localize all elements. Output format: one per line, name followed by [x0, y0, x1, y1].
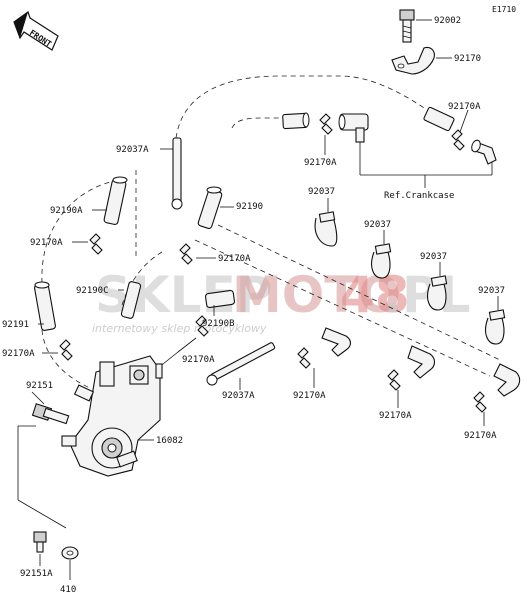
fitting-elbow-top[interactable] — [338, 113, 369, 143]
band-92037-2[interactable] — [371, 243, 392, 279]
callout-92170: 92170 — [454, 54, 481, 64]
hose-bent-3[interactable] — [493, 363, 521, 397]
clip-92170A-right[interactable] — [451, 129, 465, 151]
band-92037-3[interactable] — [427, 275, 448, 311]
watermark: SKLEP MOTO 48 .PL internetowy sklep moto… — [92, 266, 471, 335]
clip-92170A-left[interactable] — [89, 233, 103, 255]
hose-right-top[interactable] — [423, 106, 455, 132]
callout-410: 410 — [60, 585, 76, 595]
callout-92170A-c2: 92170A — [182, 355, 215, 365]
callout-92002: 92002 — [434, 16, 461, 26]
band-92037-1[interactable] — [314, 211, 338, 247]
callout-92170A-right: 92170A — [448, 102, 481, 112]
hose-92190A[interactable] — [103, 176, 128, 225]
callout-92170A-b1: 92170A — [293, 391, 326, 401]
watermark-brand-d: .PL — [383, 266, 471, 324]
watermark-brand-c: 48 — [340, 266, 410, 324]
hose-route-diag-2 — [194, 239, 491, 377]
hose-92190B[interactable] — [205, 289, 235, 309]
callout-92190C: 92190C — [76, 286, 109, 296]
clip-92170A-top[interactable] — [319, 113, 333, 135]
hose-route-diag-1 — [217, 224, 501, 361]
hose-route-top — [175, 75, 434, 139]
hose-92190C[interactable] — [120, 281, 142, 319]
clip-92170A-center[interactable] — [179, 243, 193, 265]
callout-92170A-mid: 92170A — [304, 158, 337, 168]
hose-bent-1[interactable] — [321, 327, 352, 357]
callout-16082: 16082 — [156, 436, 183, 446]
strap-92037A-low[interactable] — [206, 342, 276, 386]
callout-92037-2: 92037 — [364, 220, 391, 230]
watermark-tagline: internetowy sklep motocyklowy — [92, 322, 267, 335]
clip-92170A-left2[interactable] — [59, 339, 73, 361]
callout-92190B: 92190B — [202, 319, 235, 329]
hose-route-upper — [231, 117, 285, 129]
strap-92037A-top[interactable] — [171, 137, 183, 210]
washer-410[interactable] — [61, 546, 79, 560]
callout-92151: 92151 — [26, 381, 53, 391]
callout-92190: 92190 — [236, 202, 263, 212]
clamp-92170[interactable] — [391, 46, 435, 75]
ref-crankcase-label: Ref.Crankcase — [384, 191, 454, 201]
callout-92170A-b2: 92170A — [379, 411, 412, 421]
clip-92170A-b3[interactable] — [473, 391, 487, 413]
hose-92190[interactable] — [197, 186, 223, 230]
callout-92037-1: 92037 — [308, 187, 335, 197]
clip-92170A-b2[interactable] — [387, 369, 401, 391]
clip-92170A-b1[interactable] — [297, 347, 311, 369]
hose-route-left-upper — [41, 179, 119, 283]
callout-92190A: 92190A — [50, 206, 83, 216]
callout-92037-3: 92037 — [420, 252, 447, 262]
callout-92170A-left: 92170A — [30, 238, 63, 248]
callout-92170A-b3: 92170A — [464, 431, 497, 441]
hose-92191[interactable] — [34, 281, 56, 331]
hose-bent-2[interactable] — [407, 345, 436, 379]
callout-92170A-left2: 92170A — [2, 349, 35, 359]
callout-92037A-top: 92037A — [116, 145, 149, 155]
oil-pump-16082[interactable] — [61, 355, 163, 477]
callout-92191: 92191 — [2, 320, 29, 330]
callout-92037-4: 92037 — [478, 286, 505, 296]
bolt-92002[interactable] — [399, 9, 415, 43]
bolt-92151[interactable] — [31, 403, 70, 425]
clip-92170A-b[interactable] — [195, 315, 209, 337]
band-92037-4[interactable] — [485, 309, 506, 345]
callout-92170A-center: 92170A — [218, 254, 251, 264]
hose-route-left-lower — [41, 329, 91, 389]
callout-92037A-low: 92037A — [222, 391, 255, 401]
front-arrow-icon: FRONT — [13, 11, 59, 51]
fitting-elbow-right[interactable] — [470, 139, 497, 165]
callout-92151A: 92151A — [20, 569, 53, 579]
hose-short-top[interactable] — [282, 112, 310, 130]
diagram-code: E1710 — [492, 5, 516, 14]
hose-route-center — [121, 251, 163, 306]
watermark-brand-b: MOTO — [232, 266, 401, 324]
bolt-92151A[interactable] — [33, 531, 47, 553]
